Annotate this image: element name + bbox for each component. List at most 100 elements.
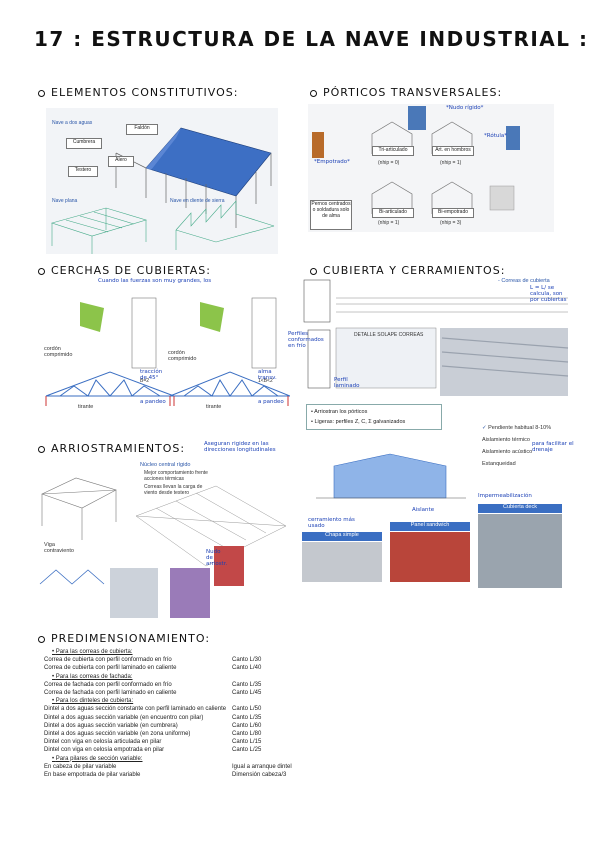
predim-list: Para las correas de cubierta:Correa de c… — [44, 648, 304, 779]
note-impermeabilizacion: Impermeabilización — [478, 493, 532, 499]
cubierta-figure: - Correas de cubierta L = L/ se calcula,… — [288, 278, 570, 398]
label-tirante-2: tirante — [206, 404, 222, 410]
predim-item: Correa de fachada con perfil conformado … — [44, 681, 172, 688]
predim-row: Correa de cubierta con perfil laminado e… — [44, 664, 304, 672]
label-detalle: DETALLE SOLAPE CORREAS — [354, 332, 424, 338]
section-heading-predim: PREDIMENSIONAMIENTO: — [38, 632, 210, 645]
predim-heading: Para pilares de sección variable: — [44, 755, 304, 763]
predim-value: Canto L/45 — [232, 690, 262, 697]
label-nave-diente: Nave en diente de sierra — [170, 198, 225, 204]
note-pandeo-1: a pandeo — [140, 399, 166, 405]
label-cordon-2: cordón comprimido — [168, 350, 197, 362]
predim-item: Dintel con viga en celosía articulada en… — [44, 739, 162, 746]
predim-row: Correa de cubierta con perfil conformado… — [44, 656, 304, 664]
predim-item: Dintel a dos aguas sección variable (en … — [44, 722, 178, 729]
predim-value: Canto L/80 — [232, 731, 262, 738]
nave-dos-aguas-drawing — [50, 127, 275, 254]
elevation-figure — [306, 444, 474, 504]
arrios-figure: Núcleo central rígido Mejor comportamien… — [36, 456, 298, 624]
label-art-n: (nhip = 1) — [440, 160, 462, 166]
tag-panel-sandwich: Panel sandwich — [390, 522, 470, 531]
predim-item: Dintel a dos aguas sección variable (en … — [44, 714, 204, 721]
correas-bullets: • Arriostran los pórticos • Ligeras: per… — [306, 404, 442, 430]
section-title: PREDIMENSIONAMIENTO: — [51, 632, 211, 645]
predim-item: En base empotrada de pilar variable — [44, 772, 141, 779]
note-nudo: Nudo de arriostr. — [206, 549, 228, 567]
note-traccion: tracción de 45° — [140, 369, 163, 381]
section-title: ARRIOSTRAMIENTOS: — [51, 442, 186, 455]
section-title: CUBIERTA Y CERRAMIENTOS: — [323, 264, 506, 277]
label-nave-plana: Nave plana — [52, 198, 78, 204]
tag-chapa-simple: Chapa simple — [302, 532, 382, 541]
label-nucleo-1: Mejor comportamiento frente acciones tér… — [144, 470, 208, 482]
label-b-ineq: 1<B<2 — [258, 378, 273, 384]
predim-row: Dintel a dos aguas sección variable (en … — [44, 722, 304, 730]
cubierta-checklist: ✓ Pendiente habitual 8-10% Aislamiento t… — [482, 422, 551, 470]
predim-row: Dintel con viga en celosía articulada en… — [44, 738, 304, 746]
predim-heading: Para las correas de cubierta: — [44, 648, 304, 656]
cerchas-drawing — [45, 297, 291, 406]
section-title: CERCHAS DE CUBIERTAS: — [51, 264, 211, 277]
check-acustico: Aislamiento acústico — [482, 449, 533, 455]
predim-row: Dintel a dos aguas sección constante con… — [44, 705, 304, 713]
bullet-circle-icon — [38, 635, 45, 643]
check-icon: ✓ — [482, 425, 487, 431]
label-b-eq: B=2 — [140, 378, 150, 384]
bullet-circle-icon — [310, 89, 317, 97]
note-rotula: *Rótula* — [484, 133, 507, 139]
label-tri-n: (nhip = 0) — [378, 160, 400, 166]
section-title: ELEMENTOS CONSTITUTIVOS: — [51, 86, 239, 99]
bullet-circle-icon — [38, 267, 45, 275]
label-bi-empotrado: Bi-empotrado — [432, 208, 474, 218]
bullet-circle-icon — [38, 89, 45, 97]
note-drenaje: para facilitar el drenaje — [532, 441, 574, 453]
label-bi-articulado: Bi-articulado — [372, 208, 414, 218]
arrios-drawing — [39, 477, 287, 618]
predim-item: En cabeza de pilar variable — [44, 763, 117, 770]
section-heading-cerchas: CERCHAS DE CUBIERTAS: — [38, 264, 211, 277]
porticos-figure: *Nudo rígido* *Rótula* *Empotrado* Tri-a… — [308, 104, 554, 232]
label-bi-emp-n: (nhip = 3) — [440, 220, 462, 226]
label-cordon-1: cordón comprimido — [44, 346, 73, 358]
section-heading-porticos: PÓRTICOS TRANSVERSALES: — [310, 86, 502, 99]
note-correas: L = L/ se calcula, son por cubiertas — [530, 285, 567, 303]
page-title: 17 : ESTRUCTURA DE LA NAVE INDUSTRIAL : — [34, 27, 589, 51]
section-heading-cubierta: CUBIERTA Y CERRAMIENTOS: — [310, 264, 505, 277]
label-pernos: Pernos centrados o soldadura solo de alm… — [310, 200, 352, 230]
predim-item: Dintel con viga en celosía empotrada en … — [44, 747, 165, 754]
note-empotrado: *Empotrado* — [314, 159, 350, 165]
predim-value: Canto L/40 — [232, 665, 262, 672]
label-nave-dos-aguas: Nave a dos aguas — [52, 120, 93, 126]
label-nucleo-2: Correas llevan la carga de viento desde … — [144, 484, 203, 496]
label-faldon: Faldón — [126, 124, 158, 135]
note-perfil-laminado: Perfil laminado — [334, 377, 360, 389]
predim-value: Canto L/15 — [232, 739, 262, 746]
predim-item: Dintel a dos aguas sección constante con… — [44, 706, 227, 713]
predim-heading: Para los dinteles de cubierta: — [44, 697, 304, 705]
label-art-hombros: Art. en hombros — [432, 146, 474, 156]
elevation-drawing — [316, 453, 466, 499]
label-tirante-1: tirante — [78, 404, 94, 410]
label-testero: Testero — [68, 166, 98, 177]
bullet-arriostran: • Arriostran los pórticos — [311, 409, 368, 415]
predim-value: Canto L/35 — [232, 681, 262, 688]
predim-row: Dintel con viga en celosía empotrada en … — [44, 746, 304, 754]
predim-value: Dimensión cabeza/3 — [232, 772, 287, 779]
predim-row: Dintel a dos aguas sección variable (en … — [44, 730, 304, 738]
deck-image — [478, 514, 562, 588]
chapa-image — [302, 542, 382, 582]
note-nudo-rigido: *Nudo rígido* — [446, 105, 484, 111]
cerchas-figure: cordón comprimido cordón comprimido tira… — [40, 284, 291, 424]
label-tri-articulado: Tri-articulado — [372, 146, 414, 156]
label-viga-contraviento: Viga contraviento — [44, 542, 74, 554]
correas-drawing — [303, 279, 569, 396]
predim-value: Canto L/50 — [232, 706, 262, 713]
section-title: PÓRTICOS TRANSVERSALES: — [323, 86, 503, 99]
label-correas-cubierta: - Correas de cubierta — [498, 278, 550, 284]
porticos-drawing — [312, 106, 520, 214]
note-perfiles: Perfiles conformados en frío — [288, 331, 324, 349]
predim-item: Correa de fachada con perfil laminado en… — [44, 690, 177, 697]
predim-value: Canto L/60 — [232, 722, 262, 729]
predim-item: Correa de cubierta con perfil laminado e… — [44, 665, 177, 672]
